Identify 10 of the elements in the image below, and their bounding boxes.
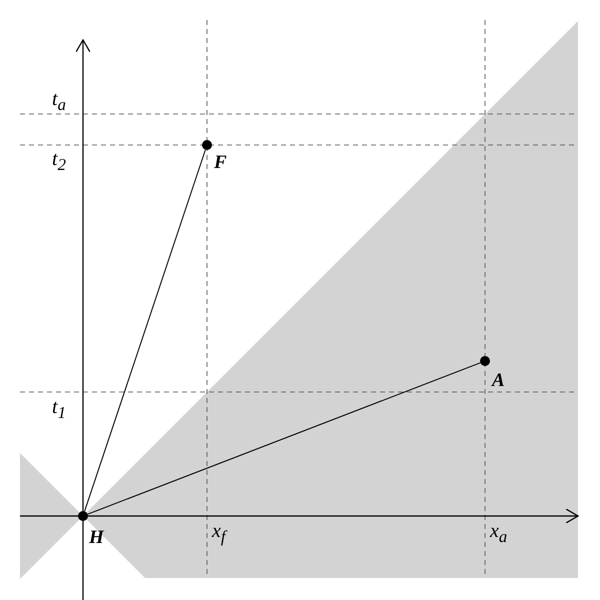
point-label: H [89, 528, 104, 548]
axis-label: t$_{1}$ [52, 396, 66, 424]
axis-label: x$_{a}$ [490, 520, 508, 548]
axis-label: t$_{a}$ [52, 88, 66, 116]
point-label: A [492, 371, 505, 391]
axis-label: t$_{2}$ [52, 148, 66, 176]
line-segment [84, 149, 206, 512]
line-segment [87, 362, 481, 515]
axis-label: x$_{f}$ [212, 520, 226, 548]
point-label: F [214, 153, 227, 173]
